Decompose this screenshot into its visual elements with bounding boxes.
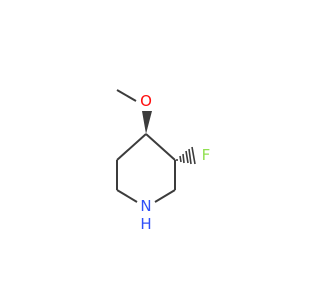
molecule-canvas: O F N H xyxy=(116,89,211,233)
bond-c6-n1 xyxy=(116,189,138,203)
molecule-structure: O F N H xyxy=(116,89,211,233)
fluorine-label: F xyxy=(202,146,211,164)
hashed-bond-c3-f xyxy=(176,146,196,165)
wedge-bond-c4-o xyxy=(142,111,152,134)
bond-o-methyl xyxy=(116,89,137,102)
bond-n1-c2 xyxy=(154,189,176,203)
oxygen-label: O xyxy=(140,92,152,110)
bond-c3-c4 xyxy=(145,133,176,161)
nitrogen-label: N xyxy=(140,197,151,215)
hydrogen-label: H xyxy=(140,215,151,233)
bond-c4-c5 xyxy=(116,133,147,161)
